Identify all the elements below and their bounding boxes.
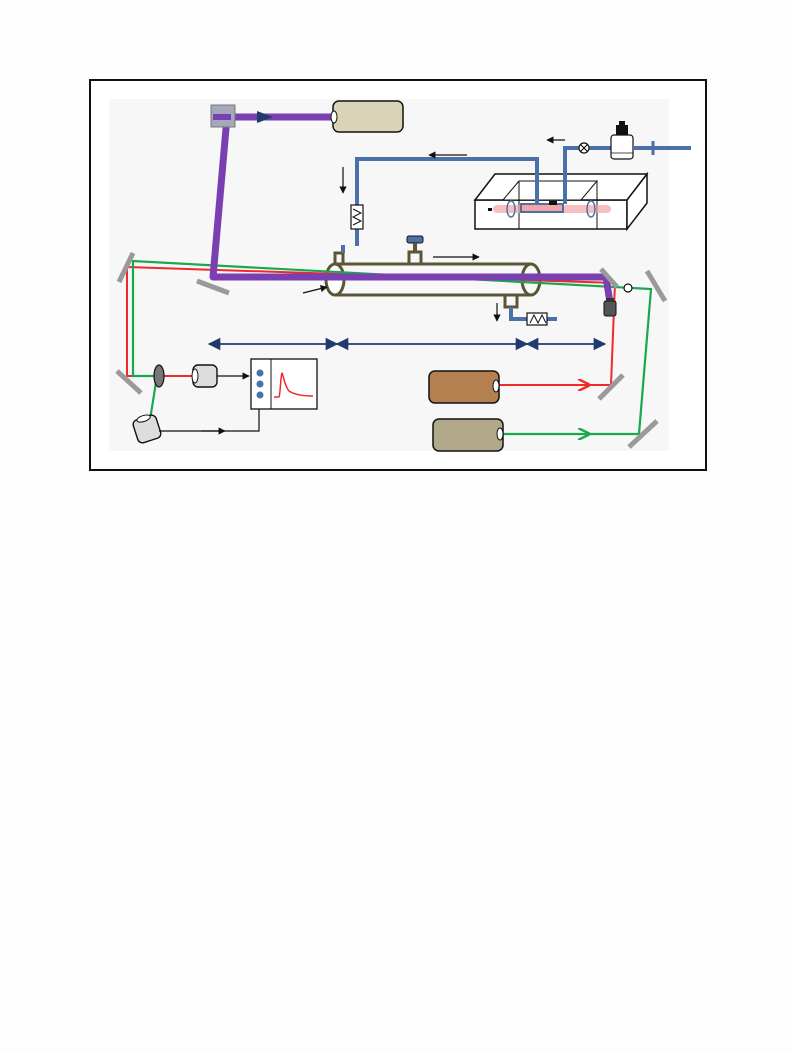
- lens-icon: [153, 364, 165, 388]
- mirror-icon: [116, 251, 136, 284]
- mirror-icon: [115, 369, 143, 395]
- gas-cylinder-icon: [610, 121, 634, 160]
- mirror-icon: [597, 373, 625, 401]
- mirror-icon: [644, 269, 668, 303]
- scope-trace: [274, 372, 314, 398]
- figure-frame: [89, 79, 707, 471]
- laser-head-icon: [432, 418, 504, 452]
- flow-meter-icon: [526, 312, 548, 326]
- furnace: [473, 171, 649, 232]
- valve-icon: [578, 142, 590, 154]
- mirror-icon: [196, 278, 230, 296]
- sample-tube: [520, 203, 564, 213]
- laser-head-icon: [428, 370, 500, 404]
- experimental-setup-diagram: [109, 99, 691, 452]
- window-pointer-arrow: [302, 285, 328, 294]
- photodetector-icon: [132, 414, 162, 444]
- photodetector-icon: [191, 364, 218, 388]
- laser-head-icon: [330, 100, 404, 133]
- oscilloscope-icon: [250, 358, 318, 410]
- pump-direction-arrow: [257, 111, 273, 123]
- mirror-icon: [599, 267, 619, 289]
- flow-meter-icon: [350, 204, 364, 230]
- photodetector-icon: [603, 298, 617, 317]
- pressure-gauge-icon: [406, 235, 424, 253]
- mirror-icon: [627, 419, 659, 449]
- pinhole-icon: [623, 283, 633, 293]
